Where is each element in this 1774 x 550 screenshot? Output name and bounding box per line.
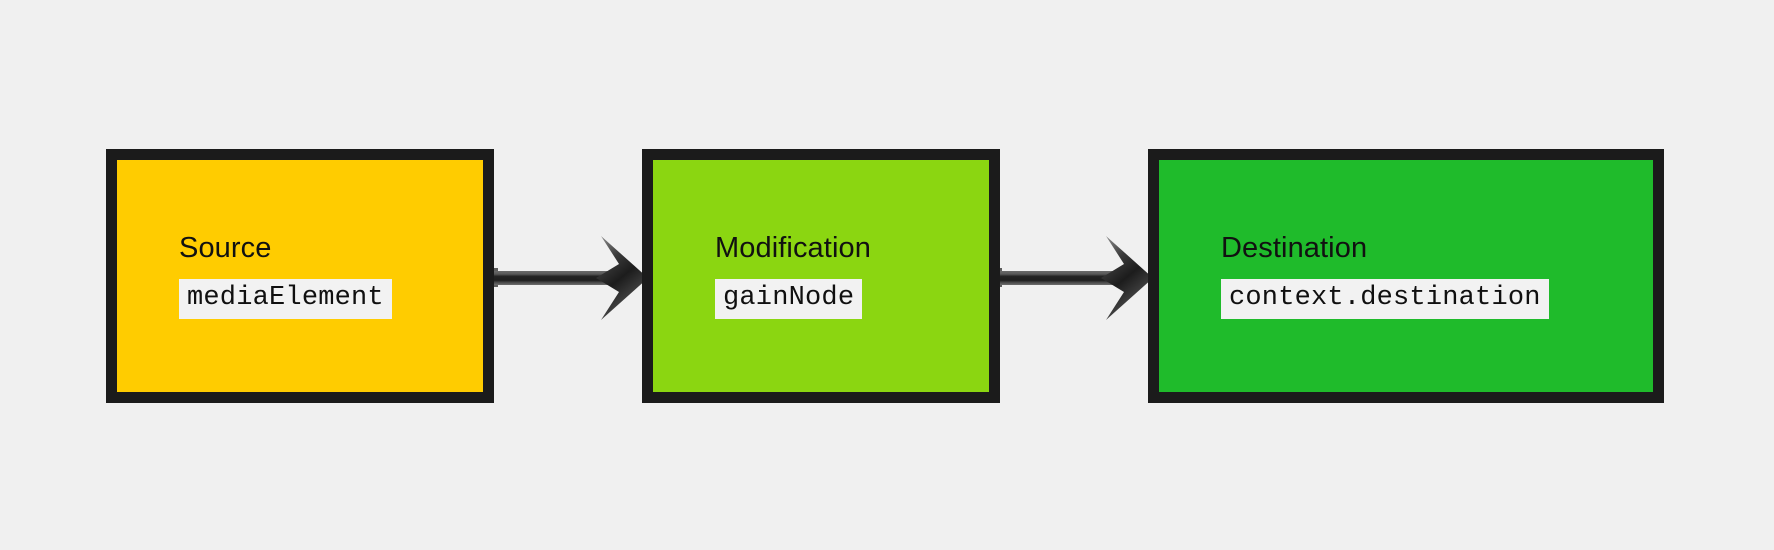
node-modification[interactable]: Modification gainNode <box>642 149 1000 403</box>
node-source[interactable]: Source mediaElement <box>106 149 494 403</box>
node-source-title: Source <box>179 231 272 264</box>
node-destination-title: Destination <box>1221 231 1368 264</box>
node-destination[interactable]: Destination context.destination <box>1148 149 1664 403</box>
node-modification-code-badge: gainNode <box>715 279 863 320</box>
node-destination-code-badge: context.destination <box>1221 279 1549 320</box>
node-source-code-badge: mediaElement <box>179 279 392 320</box>
node-modification-title: Modification <box>715 231 871 264</box>
